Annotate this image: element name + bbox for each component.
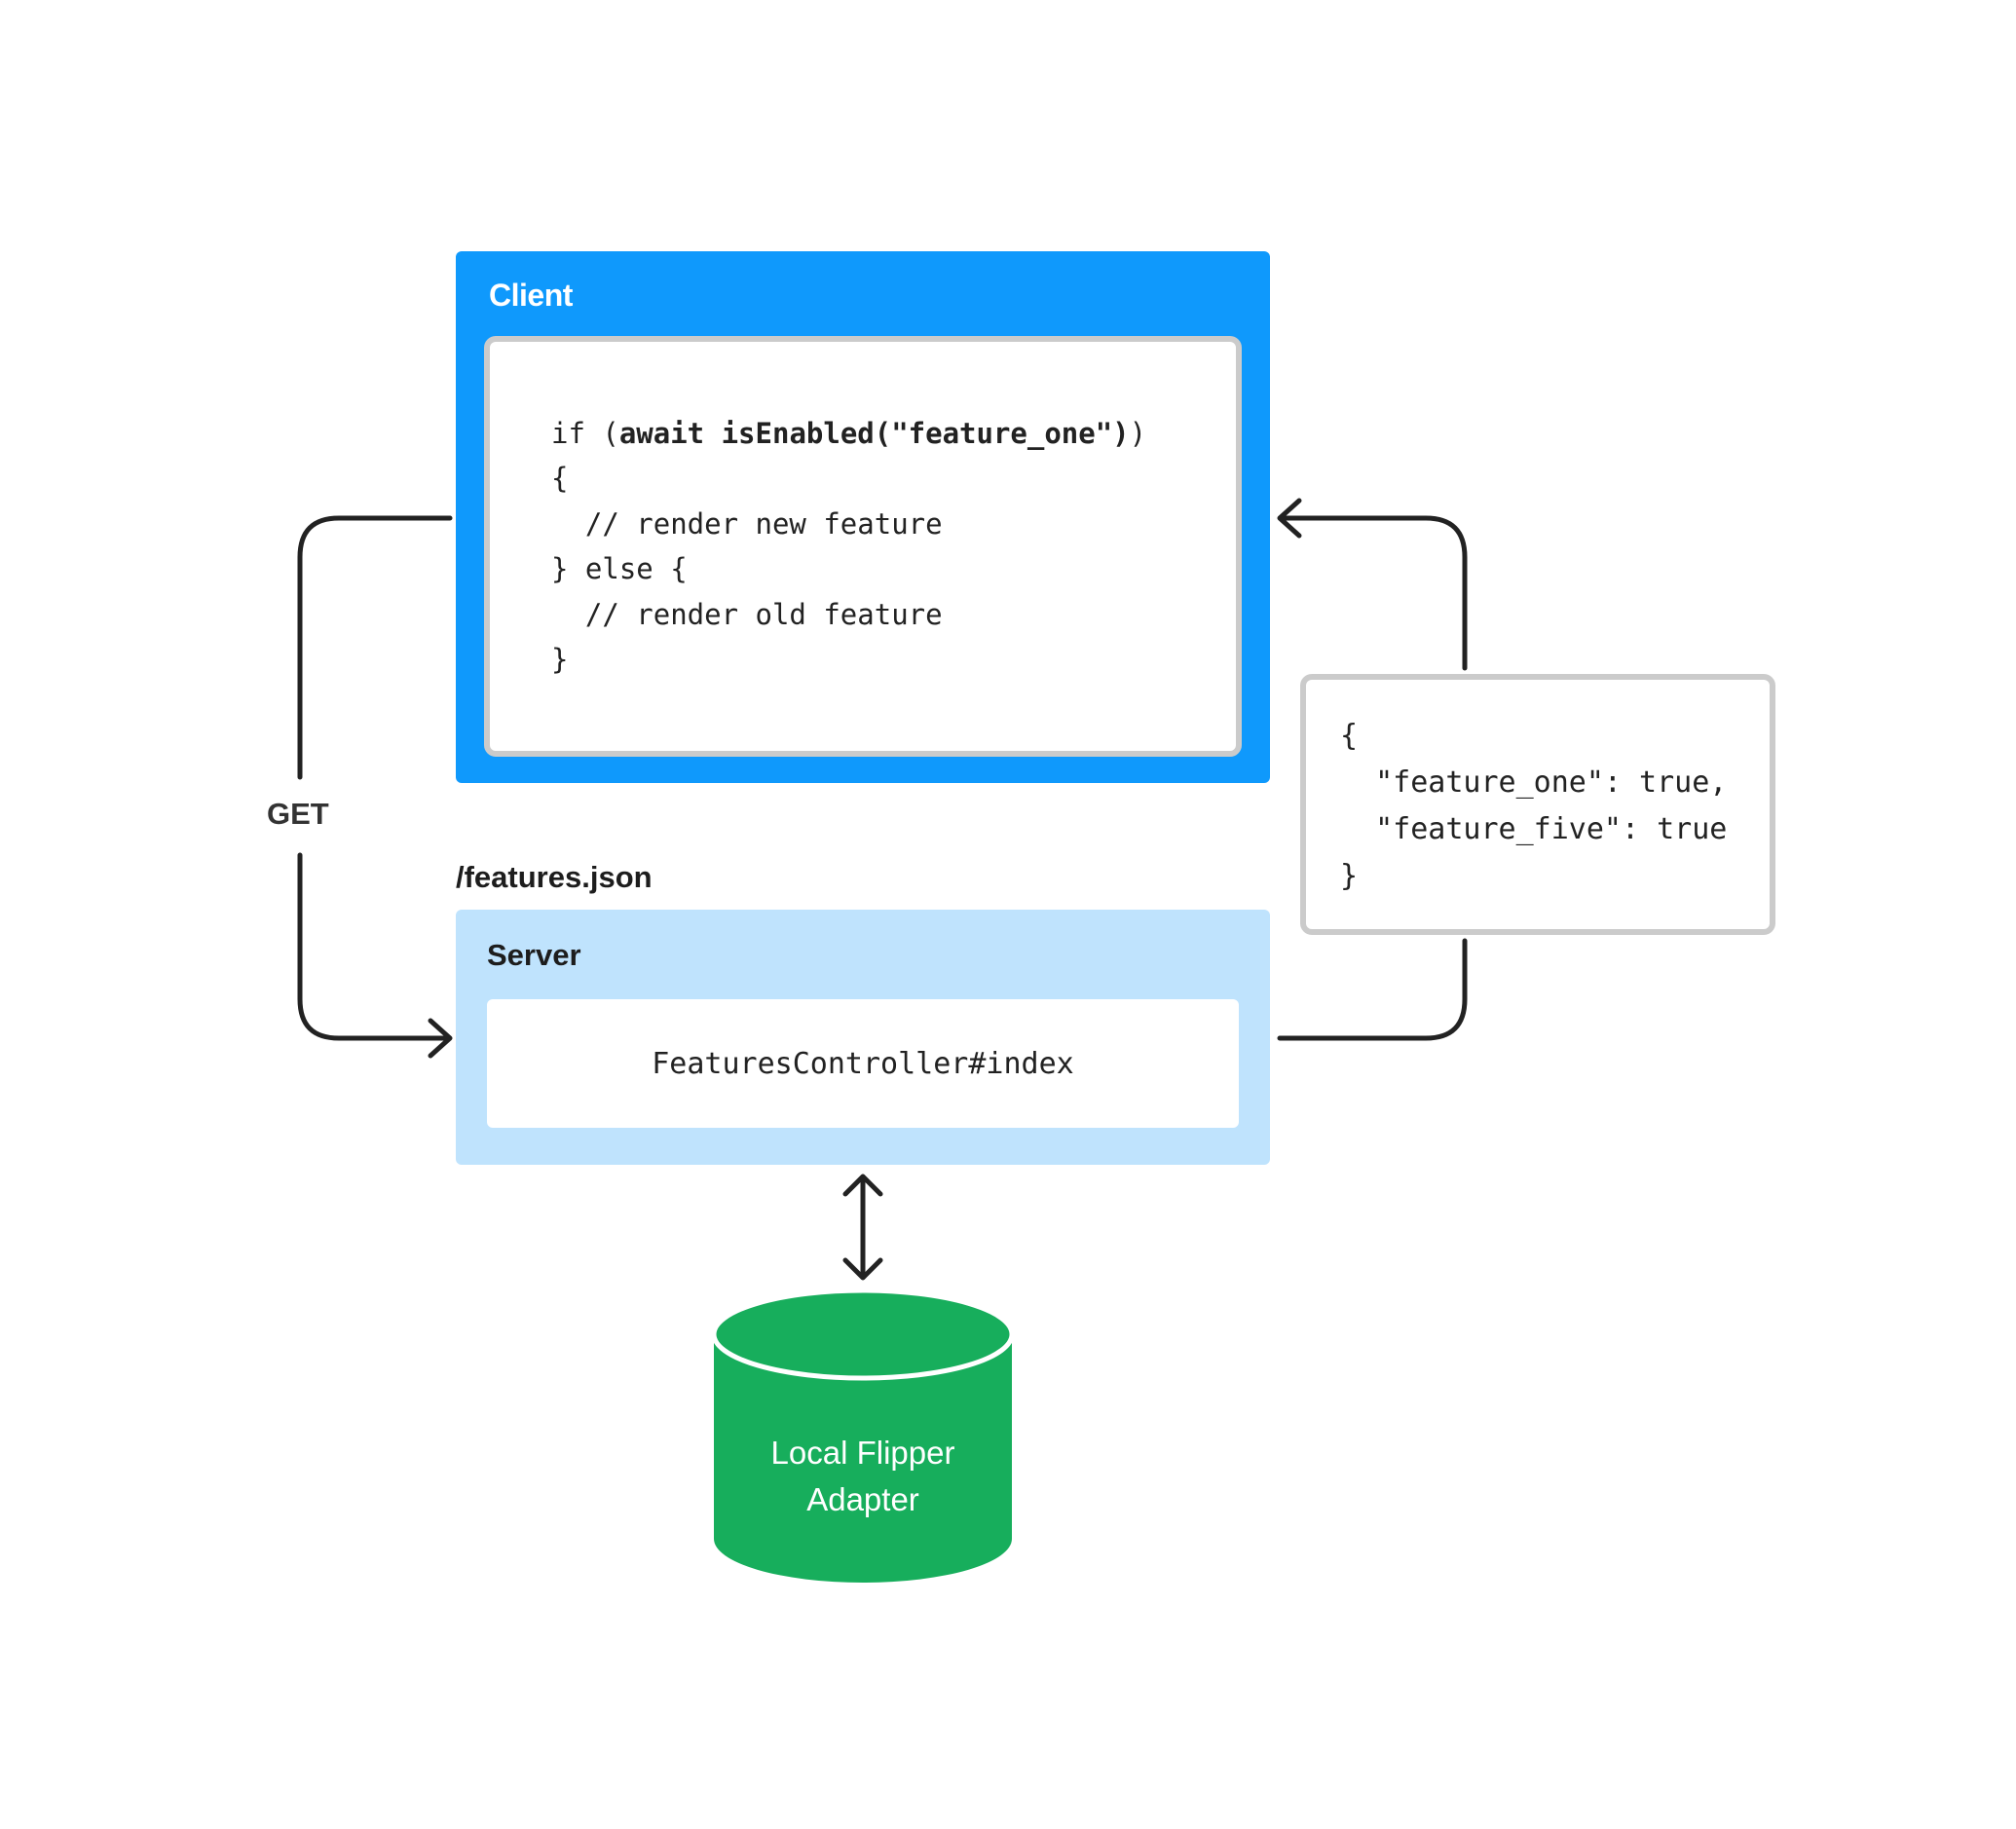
code-line-4: } else { (551, 552, 688, 585)
endpoint-label: /features.json (456, 860, 653, 894)
get-request-line (297, 515, 453, 780)
code-line-2: { (551, 462, 569, 495)
client-title: Client (489, 278, 573, 313)
response-line-lower (1277, 938, 1468, 1041)
database-label-line-1: Local Flipper (770, 1435, 955, 1471)
controller-panel: FeaturesController#index (487, 999, 1239, 1128)
json-line-3: "feature_five": true (1340, 812, 1728, 846)
code-line-3: // render new feature (551, 507, 943, 541)
server-title: Server (487, 938, 581, 972)
json-line-4: } (1340, 859, 1359, 893)
json-line-1: { (1340, 719, 1359, 753)
code-line-1: if (await isEnabled("feature_one")) (551, 417, 1147, 450)
arrow-right-icon (428, 1018, 453, 1059)
get-method-label: GET (267, 797, 329, 831)
database-label: Local Flipper Adapter (714, 1430, 1012, 1523)
controller-name: FeaturesController#index (652, 1046, 1074, 1081)
database-label-line-2: Adapter (806, 1481, 919, 1517)
get-request-line-lower (297, 852, 451, 1041)
code-line-5: // render old feature (551, 598, 943, 631)
arrow-down-icon (842, 1257, 883, 1281)
json-line-2: "feature_one": true, (1340, 765, 1728, 800)
client-code-panel (484, 336, 1242, 757)
code-line-6: } (551, 643, 569, 676)
response-line-upper (1279, 515, 1468, 671)
arrow-up-icon (842, 1174, 883, 1197)
arrow-left-icon (1277, 498, 1302, 539)
json-response-box (1300, 674, 1775, 935)
database-cylinder-icon (711, 1288, 1015, 1583)
